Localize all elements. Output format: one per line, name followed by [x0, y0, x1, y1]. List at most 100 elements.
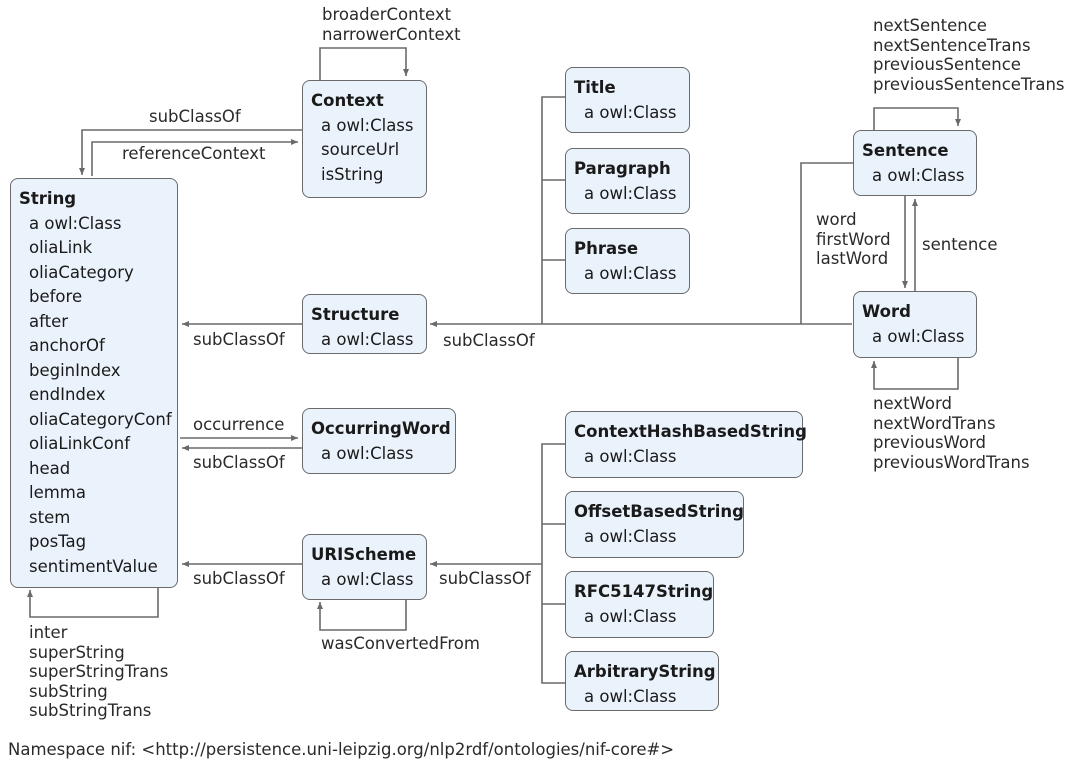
class-paragraph: Paragraph a owl:Class	[565, 148, 690, 214]
label-line: subClassOf	[193, 330, 285, 349]
class-string-name: String	[19, 189, 77, 208]
class-rfc5147-string: RFC5147String a owl:Class	[565, 571, 714, 638]
class-title: Title a owl:Class	[565, 67, 690, 133]
label-string-subclass-context: subClassOf	[149, 107, 241, 127]
label-line: nextWordTrans	[873, 413, 996, 433]
attr: a owl:Class	[872, 326, 965, 346]
label-string-self: inter superString superStringTrans subSt…	[29, 623, 168, 721]
label-line: narrowerContext	[322, 24, 461, 44]
label-urischeme-subclass: subClassOf	[193, 569, 285, 589]
label-word-self: nextWord nextWordTrans previousWord prev…	[873, 394, 1030, 472]
label-line: firstWord	[816, 229, 891, 249]
attr: a owl:Class	[321, 443, 414, 463]
label-line: subClassOf	[193, 569, 285, 588]
label-line: occurrence	[193, 415, 285, 434]
class-paragraph-name: Paragraph	[574, 159, 671, 178]
attr: sourceUrl	[321, 140, 400, 159]
label-line: superStringTrans	[29, 662, 169, 681]
label-line: word	[816, 210, 857, 229]
attr: a owl:Class	[321, 115, 414, 135]
class-occurring-word: OccurringWord a owl:Class	[302, 408, 456, 474]
label-substructure-subclass: subClassOf	[443, 331, 535, 351]
label-line: subClassOf	[439, 569, 531, 588]
class-uri-scheme: URIScheme a owl:Class	[302, 534, 427, 600]
attr: oliaLink	[29, 238, 93, 257]
label-sentence-self: nextSentence nextSentenceTrans previousS…	[873, 16, 1065, 94]
attr: posTag	[29, 532, 87, 551]
attr: a owl:Class	[321, 569, 414, 589]
attr: sentimentValue	[29, 556, 158, 576]
class-phrase: Phrase a owl:Class	[565, 228, 690, 294]
label-urischeme-self: wasConvertedFrom	[321, 634, 480, 654]
attr: a owl:Class	[584, 263, 677, 283]
edge-context-self	[319, 47, 409, 80]
label-line: sentence	[922, 235, 998, 254]
edge-phrases-vertical	[541, 96, 565, 324]
attr: a owl:Class	[321, 329, 414, 349]
label-line: nextSentence	[873, 16, 987, 35]
class-offset-based-string: OffsetBasedString a owl:Class	[565, 491, 744, 558]
class-uri-scheme-name: URIScheme	[311, 545, 417, 564]
class-word: Word a owl:Class	[853, 291, 977, 358]
label-line: subClassOf	[193, 453, 285, 472]
attr: a owl:Class	[584, 686, 677, 706]
attr: a owl:Class	[584, 183, 677, 203]
label-line: referenceContext	[122, 144, 266, 163]
label-line: superString	[29, 642, 125, 662]
class-word-name: Word	[862, 302, 911, 321]
class-phrase-name: Phrase	[574, 239, 639, 258]
class-rfc5147-string-name: RFC5147String	[574, 582, 714, 601]
class-occurring-word-name: OccurringWord	[311, 419, 451, 438]
label-line: lastWord	[816, 249, 889, 268]
attr: after	[29, 311, 69, 331]
class-title-name: Title	[574, 78, 616, 97]
attr: a owl:Class	[584, 606, 677, 626]
attr: stem	[29, 507, 71, 527]
class-context-hash-based-string: ContextHashBasedString a owl:Class	[565, 411, 807, 478]
attr: oliaCategoryConf	[29, 409, 172, 429]
class-string: String a owl:Class oliaLink oliaCategory…	[10, 178, 178, 588]
attr: oliaCategory	[29, 262, 134, 282]
class-structure-name: Structure	[311, 305, 400, 324]
attr: a owl:Class	[584, 526, 677, 546]
label-line: nextSentenceTrans	[873, 35, 1031, 55]
attr: endIndex	[29, 385, 106, 404]
attr: head	[29, 458, 71, 478]
edge-reference-context	[91, 139, 298, 176]
label-variants-subclass: subClassOf	[439, 569, 531, 589]
edge-string-self	[27, 588, 159, 618]
class-sentence: Sentence a owl:Class	[853, 130, 977, 196]
label-sentence-to-word: word firstWord lastWord	[816, 210, 891, 269]
edge-word-self	[871, 358, 959, 390]
label-line: wasConvertedFrom	[321, 634, 480, 653]
label-line: broaderContext	[322, 5, 452, 24]
label-word-to-sentence: sentence	[922, 235, 998, 255]
class-context-hash-based-string-name: ContextHashBasedString	[574, 422, 807, 441]
label-line: inter	[29, 623, 68, 642]
label-context-self: broaderContext narrowerContext	[322, 5, 461, 44]
label-line: subClassOf	[443, 331, 535, 350]
class-structure: Structure a owl:Class	[302, 294, 427, 354]
label-line: previousWordTrans	[873, 452, 1030, 472]
edge-sentence-self	[873, 107, 961, 130]
attr: a owl:Class	[584, 446, 677, 466]
label-line: subClassOf	[149, 107, 241, 126]
attr: before	[29, 287, 83, 306]
class-arbitrary-string: ArbitraryString a owl:Class	[565, 651, 719, 711]
label-line: nextWord	[873, 394, 952, 413]
label-line: subString	[29, 681, 108, 701]
edge-urischeme-self	[317, 600, 407, 631]
attr: a owl:Class	[872, 165, 965, 185]
attr: a owl:Class	[29, 213, 122, 233]
label-line: previousSentenceTrans	[873, 74, 1065, 94]
label-line: previousSentence	[873, 55, 1021, 74]
class-context: Context a owl:Class sourceUrl isString	[302, 80, 427, 198]
class-arbitrary-string-name: ArbitraryString	[574, 662, 716, 681]
class-sentence-name: Sentence	[862, 141, 949, 160]
edge-variants-trunk	[541, 443, 565, 684]
attr: anchorOf	[29, 336, 105, 355]
class-offset-based-string-name: OffsetBasedString	[574, 502, 744, 521]
edge-string-subclass-context	[79, 129, 302, 175]
